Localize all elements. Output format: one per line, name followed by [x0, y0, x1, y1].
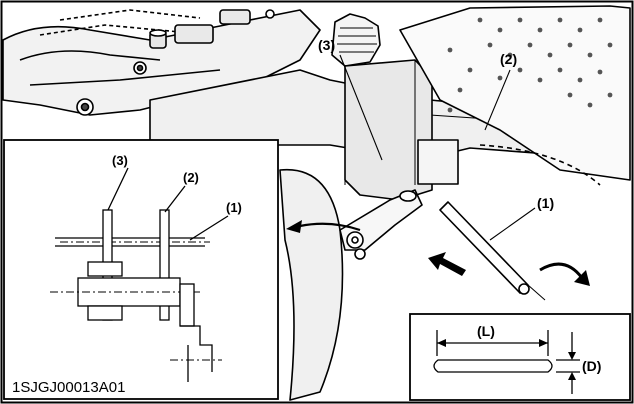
- insert-direction-arrow: [428, 252, 466, 276]
- leader-3: [339, 54, 383, 161]
- leader-1: [489, 207, 536, 241]
- callout-1: (1): [537, 195, 554, 211]
- reference-arrow-head: [286, 220, 302, 233]
- inset-callout-3: (3): [112, 153, 128, 168]
- pin-outline: [433, 359, 553, 373]
- plate-holes: [447, 17, 613, 113]
- spring-gear: [331, 13, 381, 67]
- perforated-plate: [399, 5, 631, 181]
- left-inset: (3) (2) (1) 1SJGJ00013A01: [3, 139, 279, 400]
- callout-3: (3): [318, 37, 335, 53]
- inset-callout-2: (2): [183, 170, 199, 185]
- rotate-arrow: [539, 262, 584, 279]
- reference-arrow: [299, 222, 361, 232]
- rotate-arrow-head: [574, 270, 590, 286]
- right-inset: (L) (D): [409, 313, 631, 401]
- callout-2: (2): [500, 51, 517, 67]
- machine-illustration: [2, 5, 631, 401]
- figure-code: 1SJGJ00013A01: [12, 379, 125, 396]
- length-label: (L): [477, 323, 495, 339]
- leader-2: [484, 69, 511, 131]
- diameter-label: (D): [582, 358, 601, 374]
- inset-callout-1: (1): [226, 200, 242, 215]
